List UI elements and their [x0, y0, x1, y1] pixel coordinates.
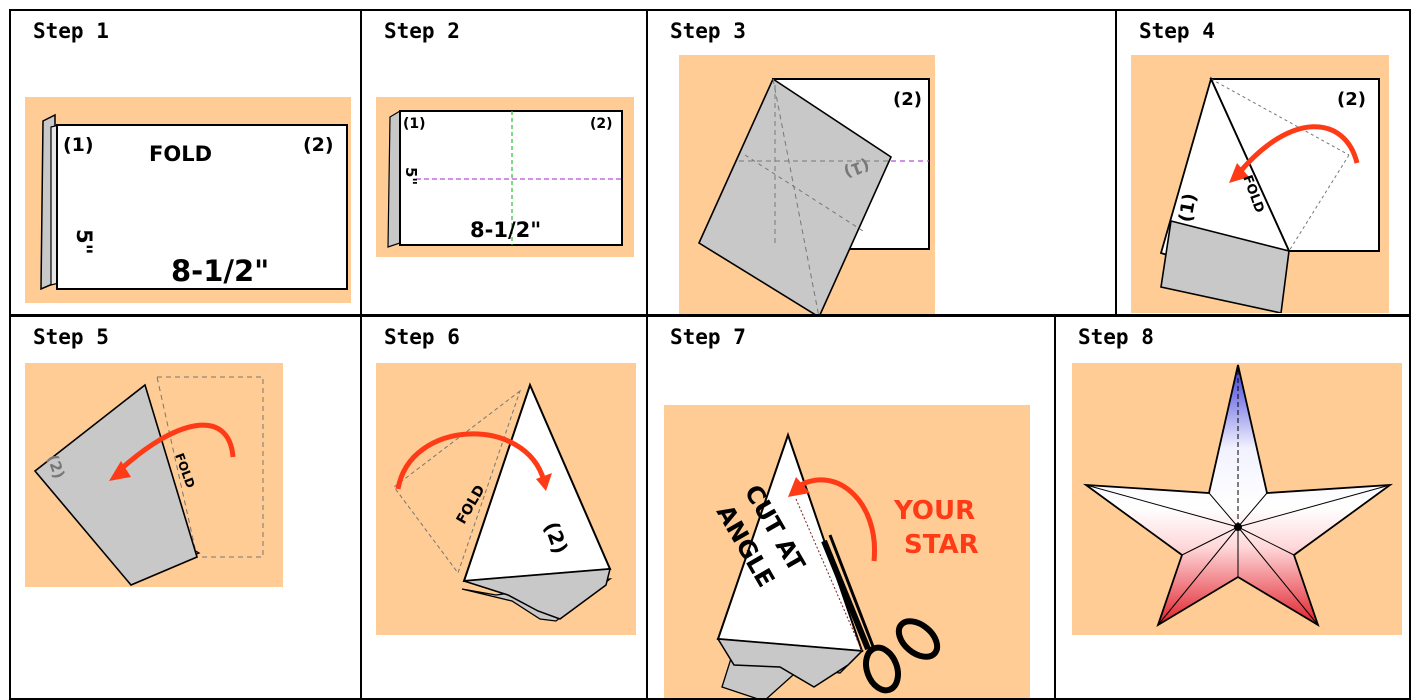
step-2-height-text: 5"	[402, 167, 420, 185]
step-7-panel: Step 7 CUT AT ANGLE YOUR STAR	[646, 315, 1056, 700]
step-7-your-text: YOUR	[893, 496, 975, 526]
step-4-corner-2: (2)	[1337, 89, 1366, 110]
step-2-illustration: (1) (2) 5" 8-1/2"	[376, 97, 634, 257]
step-8-illustration	[1072, 363, 1402, 635]
step-1-illustration: (1) (2) FOLD 5" 8-1/2"	[25, 97, 351, 303]
step-1-corner-1: (1)	[63, 134, 94, 156]
step-1-label: Step 1	[33, 19, 109, 43]
step-3-panel: Step 3 (1) (2)	[646, 9, 1117, 316]
step-8-panel: Step 8	[1054, 315, 1411, 700]
step-3-illustration: (1) (2)	[679, 55, 935, 316]
step-6-label: Step 6	[384, 325, 460, 349]
step-4-panel: Step 4 (1) FOLD (2)	[1115, 9, 1411, 316]
step-3-label: Step 3	[670, 19, 746, 43]
step-8-label: Step 8	[1078, 325, 1154, 349]
step-1-width-text: 8-1/2"	[171, 254, 269, 288]
step-5-illustration: (2) FOLD	[25, 363, 283, 587]
step-5-panel: Step 5 (2) FOLD	[9, 315, 362, 700]
step-6-illustration: FOLD (2)	[376, 363, 636, 635]
step-7-illustration: CUT AT ANGLE YOUR STAR	[664, 405, 1030, 700]
step-5-label: Step 5	[33, 325, 109, 349]
step-1-corner-2: (2)	[303, 134, 334, 156]
step-1-height-text: 5"	[72, 229, 96, 255]
step-2-label: Step 2	[384, 19, 460, 43]
step-6-panel: Step 6 FOLD (2)	[360, 315, 648, 700]
step-3-corner-2: (2)	[893, 89, 922, 110]
step-2-width-text: 8-1/2"	[470, 218, 541, 242]
step-1-panel: Step 1 (1) (2) FOLD 5" 8-1/2"	[9, 9, 362, 316]
step-2-panel: Step 2 (1) (2) 5" 8-1/2"	[360, 9, 648, 316]
step-7-star-text: STAR	[904, 530, 979, 560]
step-1-fold-text: FOLD	[149, 142, 212, 166]
step-4-illustration: (1) FOLD (2)	[1131, 55, 1389, 313]
step-7-label: Step 7	[670, 325, 746, 349]
step-2-corner-2: (2)	[590, 116, 613, 132]
step-2-corner-1: (1)	[403, 116, 426, 132]
step-4-label: Step 4	[1139, 19, 1215, 43]
